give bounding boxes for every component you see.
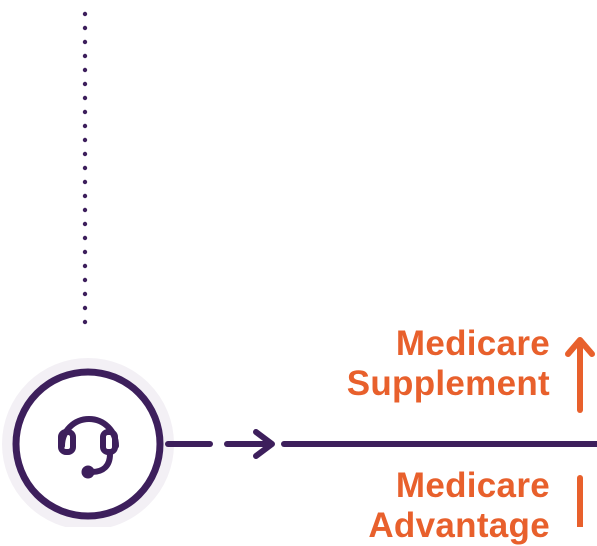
icon-circle bbox=[12, 368, 164, 520]
arrow-right-icon bbox=[253, 429, 275, 459]
option-label-line: Advantage bbox=[368, 506, 550, 545]
option-label-advantage: Medicare Advantage bbox=[368, 466, 550, 546]
dotted-connector bbox=[82, 11, 88, 325]
arrow-up-icon bbox=[565, 337, 595, 413]
option-label-supplement: Medicare Supplement bbox=[347, 324, 550, 404]
option-label-line: Medicare bbox=[395, 324, 550, 363]
flow-diagram bbox=[2, 11, 597, 527]
option-label-line: Supplement bbox=[346, 364, 550, 403]
headset-icon bbox=[58, 416, 119, 479]
option-label-line: Medicare bbox=[395, 466, 550, 505]
